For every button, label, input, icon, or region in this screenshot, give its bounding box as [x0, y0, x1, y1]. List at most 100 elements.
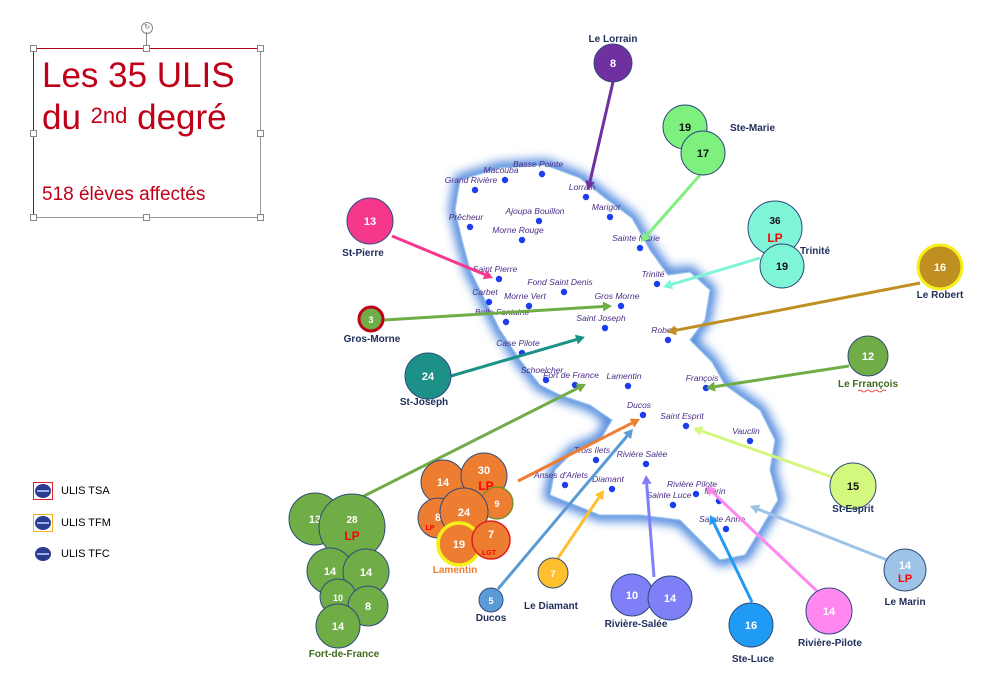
town-dot-icon: [538, 170, 546, 178]
ulis-count: 17: [697, 148, 709, 160]
ulis-count: 19: [453, 539, 465, 551]
town-label: Rivière Pilote: [667, 479, 717, 489]
commune-label: Le Robert: [917, 290, 964, 301]
legend-label-tfc: ULIS TFC: [61, 548, 110, 560]
rotate-handle-icon[interactable]: ↻: [141, 22, 153, 34]
town-dot-icon: [582, 193, 590, 201]
town-label: Saint Esprit: [660, 411, 704, 421]
town-dot-icon: [606, 213, 614, 221]
pointer-arrow: [517, 418, 640, 483]
arrow-line: [517, 421, 633, 483]
arrow-line: [556, 496, 601, 559]
town-marker: Macouba: [484, 165, 519, 184]
resize-handle-sw[interactable]: [30, 214, 37, 221]
town-marker: Sainte Anne: [699, 514, 745, 533]
legend-frame-tfc: [33, 545, 53, 563]
ulis-count: 8: [365, 601, 371, 613]
ulis-bubble[interactable]: [759, 243, 805, 289]
ulis-bubble[interactable]: [847, 335, 889, 377]
resize-handle-e[interactable]: [257, 130, 264, 137]
ulis-count: 8: [610, 58, 616, 70]
arrowhead-icon: [750, 504, 761, 514]
resize-handle-w[interactable]: [30, 130, 37, 137]
ulis-bubble[interactable]: [471, 520, 511, 560]
ulis-count: 10: [333, 593, 343, 603]
ulis-bubble[interactable]: [404, 352, 452, 400]
ulis-bubble[interactable]: [805, 587, 853, 635]
town-marker: Lorrain: [569, 182, 595, 201]
ulis-bubble[interactable]: [478, 587, 504, 613]
town-marker: Robert: [651, 325, 677, 344]
ulis-bubble[interactable]: [537, 557, 569, 589]
legend-label-tsa: ULIS TSA: [61, 485, 110, 497]
ulis-count: 9: [494, 499, 499, 509]
title-line-2-suffix: degré: [127, 98, 227, 137]
arrowhead-icon: [641, 475, 652, 485]
town-marker: Carbet: [472, 287, 498, 306]
town-marker: Marigot: [592, 202, 621, 221]
ulis-bubble[interactable]: [315, 603, 361, 649]
town-marker: Lamentin: [607, 371, 642, 390]
ulis-bubble[interactable]: [916, 243, 964, 291]
ulis-count: 5: [488, 596, 493, 606]
town-marker: Grand Rivière: [445, 175, 497, 194]
town-label: Basse Pointe: [513, 159, 563, 169]
town-label: Trois Ilets: [574, 445, 611, 455]
town-label: Diamant: [592, 474, 624, 484]
ulis-bubble[interactable]: [829, 462, 877, 510]
resize-handle-ne[interactable]: [257, 45, 264, 52]
commune-label: Rivière-Salée: [605, 619, 668, 630]
pointer-arrow: [585, 81, 615, 190]
ulis-group-le-robert[interactable]: 16 Le Robert: [916, 243, 964, 301]
arrow-line: [714, 364, 850, 389]
ulis-bubble[interactable]: [593, 43, 633, 83]
resize-handle-nw[interactable]: [30, 45, 37, 52]
arrowhead-icon: [706, 486, 716, 496]
ulis-bubble[interactable]: [357, 305, 385, 333]
legend-frame-tfm: [33, 514, 53, 532]
resize-handle-s[interactable]: [143, 214, 150, 221]
town-label: Ducos: [627, 400, 652, 410]
town-label: Prêcheur: [449, 212, 485, 222]
arrow-line: [757, 507, 888, 562]
ulis-bubble[interactable]: [647, 575, 693, 621]
ulis-bubble[interactable]: [728, 602, 774, 648]
town-dot-icon: [495, 275, 503, 283]
ulis-group-le-lorrain[interactable]: 8Le Lorrain: [589, 34, 638, 83]
pointer-arrow: [693, 426, 833, 479]
resize-handle-se[interactable]: [257, 214, 264, 221]
ulis-count: 16: [745, 620, 757, 632]
ulis-bubble[interactable]: [346, 197, 394, 245]
ulis-bubble[interactable]: [680, 130, 726, 176]
title-textbox[interactable]: Les 35 ULIS du 2nd degré 518 élèves affe…: [33, 48, 261, 218]
ulis-badge-icon: [35, 516, 51, 530]
lycee-badge: LP: [898, 573, 912, 585]
pointer-arrow: [383, 301, 612, 322]
arrow-line: [496, 434, 629, 590]
ulis-bubble[interactable]: [883, 548, 927, 592]
town-label: Fond Saint Denis: [527, 277, 593, 287]
ulis-group-le-diamant[interactable]: 7Le Diamant: [524, 557, 579, 612]
resize-handle-n[interactable]: [143, 45, 150, 52]
town-marker: Vauclin: [732, 426, 760, 445]
rotate-handle-stem: [146, 32, 147, 48]
ulis-count: 16: [934, 262, 946, 274]
town-dot-icon: [502, 318, 510, 326]
town-marker: Trois Ilets: [574, 445, 611, 464]
